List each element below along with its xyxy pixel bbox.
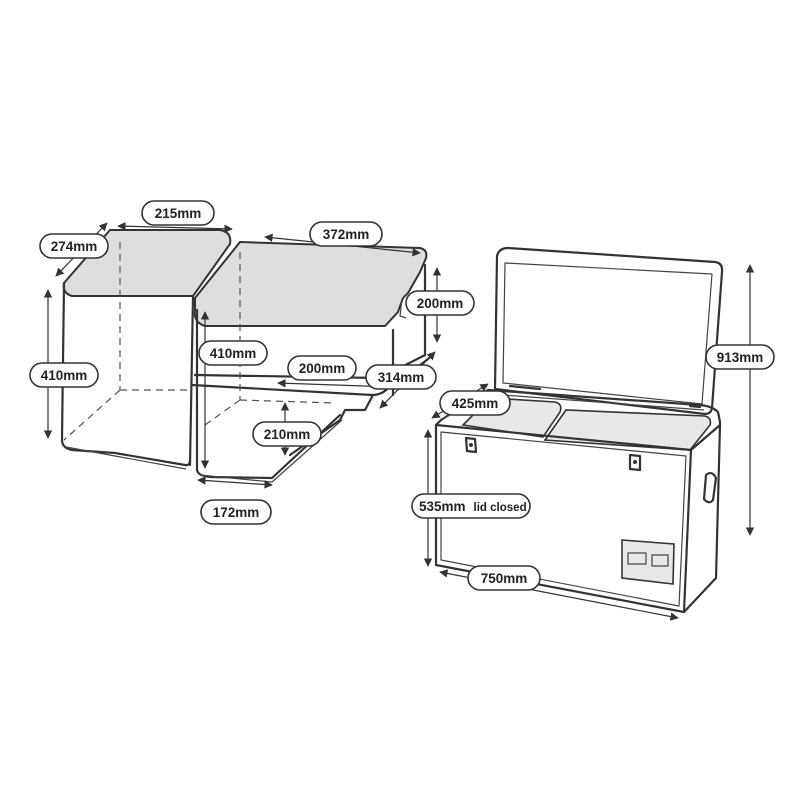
dim-label-274: 274mm [39, 233, 109, 259]
dim-label-535: 535mm lid closed [411, 493, 531, 519]
svg-text:410mm: 410mm [210, 346, 257, 361]
svg-text:410mm: 410mm [41, 368, 88, 383]
dim-label-410-large: 410mm [198, 340, 268, 366]
dim-label-750: 750mm [467, 565, 541, 591]
svg-text:200mm: 200mm [417, 296, 464, 311]
dim-label-172: 172mm [200, 499, 272, 525]
dim-label-200-step: 200mm [405, 290, 475, 316]
svg-text:913mm: 913mm [717, 350, 764, 365]
svg-text:750mm: 750mm [481, 571, 528, 586]
svg-text:314mm: 314mm [378, 370, 425, 385]
svg-text:274mm: 274mm [51, 239, 98, 254]
svg-text:425mm: 425mm [452, 396, 499, 411]
svg-text:172mm: 172mm [213, 505, 260, 520]
dim-label-425: 425mm [439, 390, 511, 416]
svg-text:535mm lid closed: 535mm lid closed [419, 498, 527, 515]
svg-text:210mm: 210mm [264, 427, 311, 442]
dim-label-314: 314mm [365, 364, 437, 390]
dim-label-215: 215mm [141, 200, 215, 226]
svg-text:200mm: 200mm [299, 361, 346, 376]
svg-text:372mm: 372mm [323, 227, 370, 242]
dim-label-913: 913mm [705, 344, 775, 370]
fridge [434, 246, 724, 614]
dim-value-535: 535mm [419, 499, 466, 514]
svg-text:215mm: 215mm [155, 206, 202, 221]
dim-label-410-small: 410mm [29, 362, 99, 388]
dim-label-372: 372mm [309, 221, 383, 247]
dim-label-210: 210mm [252, 421, 322, 447]
dim-label-200-width: 200mm [287, 355, 357, 381]
dim-note-lid-closed: lid closed [474, 502, 527, 514]
